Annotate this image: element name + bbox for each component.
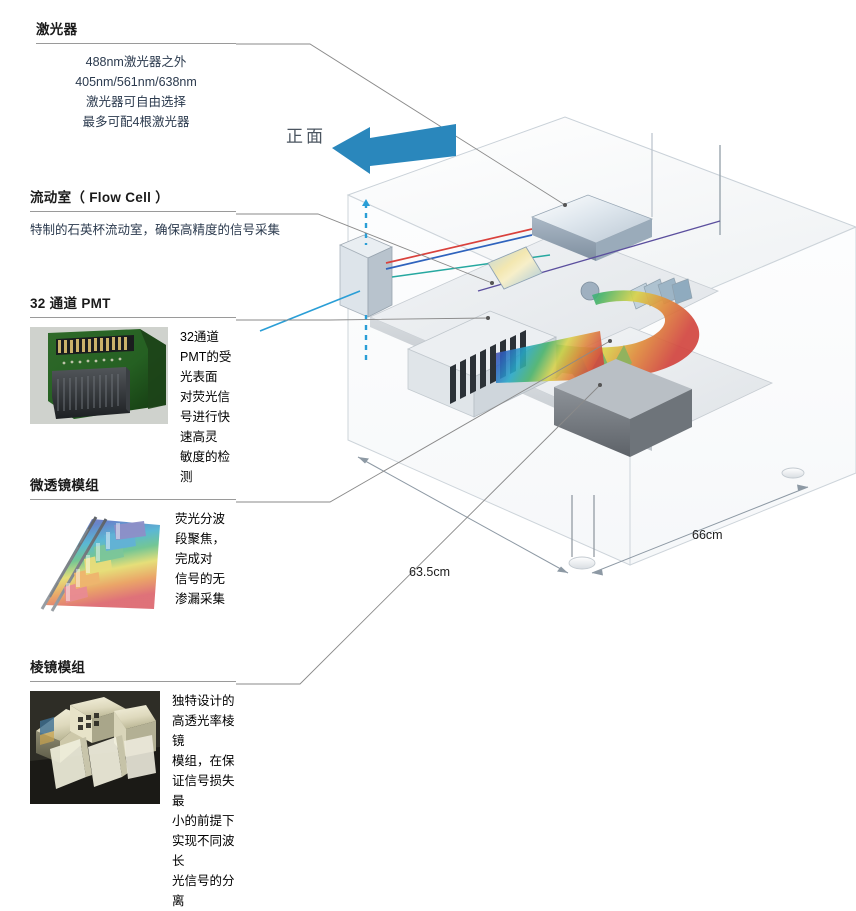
detector-bench-plate <box>513 326 774 441</box>
flow-cell-side <box>367 246 393 318</box>
annotation-laser-line-3: 激光器可自由选择 <box>85 95 186 109</box>
diagram-canvas: 正面 63.5cm 66cm 激光器 488nm激光器之外 405nm/561n… <box>30 22 856 908</box>
beam-violet <box>477 220 721 292</box>
optical-bench-edge <box>370 317 528 395</box>
annotation-laser-line-2: 405nm/561nm/638nm <box>75 75 197 89</box>
annotation-pmt-text: 32通道PMT的受光表面 对荧光信号进行快速高灵 敏度的检测 <box>180 327 236 487</box>
flow-cell-front <box>339 244 369 318</box>
pmt-photo <box>30 327 168 424</box>
dimension-depth-label: 63.5cm <box>409 565 450 579</box>
annotation-flow-cell-title: 流动室（ Flow Cell ） <box>30 190 170 205</box>
annotation-flow-cell-body: 特制的石英杯流动室，确保高精度的信号采集 <box>30 223 281 237</box>
annotation-prism-line-4: 光信号的分离 <box>172 874 235 908</box>
enclosure-left-face <box>347 194 631 566</box>
pmt-photo-art <box>30 327 168 424</box>
pmt-housing-top <box>407 310 557 378</box>
annotation-laser-line-1: 488nm激光器之外 <box>85 55 187 69</box>
leader-dot-microlens <box>608 339 612 343</box>
annotation-microlens-text: 荧光分波段聚焦，完成对 信号的无渗漏采集 <box>175 509 236 609</box>
prism-photo-art <box>30 691 160 804</box>
annotation-prism-rule <box>30 681 236 682</box>
leader-dot-laser <box>563 203 567 207</box>
dispersion-rainbow-arc <box>496 290 700 378</box>
heatsink-side <box>630 389 692 457</box>
fiber-coupler <box>580 281 600 301</box>
annotation-prism: 棱镜模组 <box>30 660 236 911</box>
pmt-housing-side <box>473 336 557 418</box>
foot-front <box>568 556 596 570</box>
microlens-array <box>526 345 632 381</box>
annotation-laser-body: 488nm激光器之外 405nm/561nm/638nm 激光器可自由选择 最多… <box>36 52 236 132</box>
microlens-photo <box>30 509 163 617</box>
leader-dot-flowcell <box>490 281 494 285</box>
annotation-prism-line-3: 小的前提下实现不同波长 <box>172 814 235 868</box>
annotation-microlens-title: 微透镜模组 <box>30 478 99 493</box>
detector-bench-edge <box>514 379 652 451</box>
collection-lens <box>487 246 543 290</box>
prism-photo <box>30 691 160 804</box>
annotation-microlens: 微透镜模组 <box>30 478 236 617</box>
annotation-microlens-rule <box>30 499 236 500</box>
annotation-pmt-rule <box>30 317 236 318</box>
annotation-flow-cell-rule <box>30 211 236 212</box>
beam-blue <box>385 234 533 270</box>
heatsink-front <box>554 387 630 457</box>
laser-module <box>530 194 654 244</box>
annotation-microlens-line-2: 信号的无渗漏采集 <box>175 572 226 606</box>
annotation-pmt: 32 通道 PMT <box>30 296 236 487</box>
annotation-pmt-media: 32通道PMT的受光表面 对荧光信号进行快速高灵 敏度的检测 <box>30 327 236 487</box>
laser-module-front <box>532 217 596 261</box>
microlens-photo-art <box>30 509 163 617</box>
foot-right <box>781 467 805 479</box>
annotation-prism-text: 独特设计的高透光率棱镜 模组，在保证信号损失最 小的前提下实现不同波长 光信号的… <box>172 691 236 911</box>
annotation-prism-media: 独特设计的高透光率棱镜 模组，在保证信号损失最 小的前提下实现不同波长 光信号的… <box>30 691 236 911</box>
annotation-laser-title: 激光器 <box>36 22 78 37</box>
pmt-incident-spectrum <box>496 331 606 383</box>
beam-scatter <box>259 290 361 332</box>
enclosure-right-face <box>629 226 856 566</box>
instrument-3d-illustration <box>259 116 856 576</box>
front-direction-label: 正面 <box>286 127 326 146</box>
pmt-housing-front <box>407 348 475 418</box>
annotation-pmt-line-1: 32通道PMT的受光表面 <box>180 330 232 384</box>
leader-prism <box>236 384 601 685</box>
annotation-microlens-media: 荧光分波段聚焦，完成对 信号的无渗漏采集 <box>30 509 236 617</box>
prism-assembly <box>629 277 693 310</box>
leader-dot-prism <box>598 383 602 387</box>
enclosure-top-face <box>346 116 856 324</box>
flow-cell-top <box>339 234 393 259</box>
leader-dot-pmt <box>486 316 490 320</box>
annotation-pmt-line-3: 敏度的检测 <box>180 450 231 484</box>
annotation-pmt-line-2: 对荧光信号进行快速高灵 <box>180 390 231 444</box>
pmt-channel-fins <box>450 330 526 404</box>
annotation-microlens-line-1: 荧光分波段聚焦，完成对 <box>175 512 226 566</box>
sample-stream-arrow <box>362 199 370 206</box>
leader-microlens <box>236 340 611 503</box>
annotation-flow-cell: 流动室（ Flow Cell ） 特制的石英杯流动室，确保高精度的信号采集 <box>30 190 280 240</box>
annotation-pmt-title: 32 通道 PMT <box>30 296 111 311</box>
laser-module-side <box>596 219 652 261</box>
annotation-laser-rule <box>36 43 236 44</box>
front-direction-arrow <box>332 124 456 174</box>
annotation-laser: 激光器 488nm激光器之外 405nm/561nm/638nm 激光器可自由选… <box>36 22 236 132</box>
annotation-prism-line-2: 模组，在保证信号损失最 <box>172 754 235 808</box>
optical-bench-plate <box>369 230 719 386</box>
beam-red <box>385 228 533 264</box>
annotation-prism-title: 棱镜模组 <box>30 660 86 675</box>
leader-pmt <box>236 317 489 321</box>
annotation-prism-line-1: 独特设计的高透光率棱镜 <box>172 694 235 748</box>
heatsink-top <box>554 359 692 419</box>
dimension-width-label: 66cm <box>692 528 723 542</box>
annotation-laser-line-4: 最多可配4根激光器 <box>82 115 190 129</box>
dimension-depth-arrow <box>357 456 569 574</box>
beam-green <box>391 254 551 278</box>
